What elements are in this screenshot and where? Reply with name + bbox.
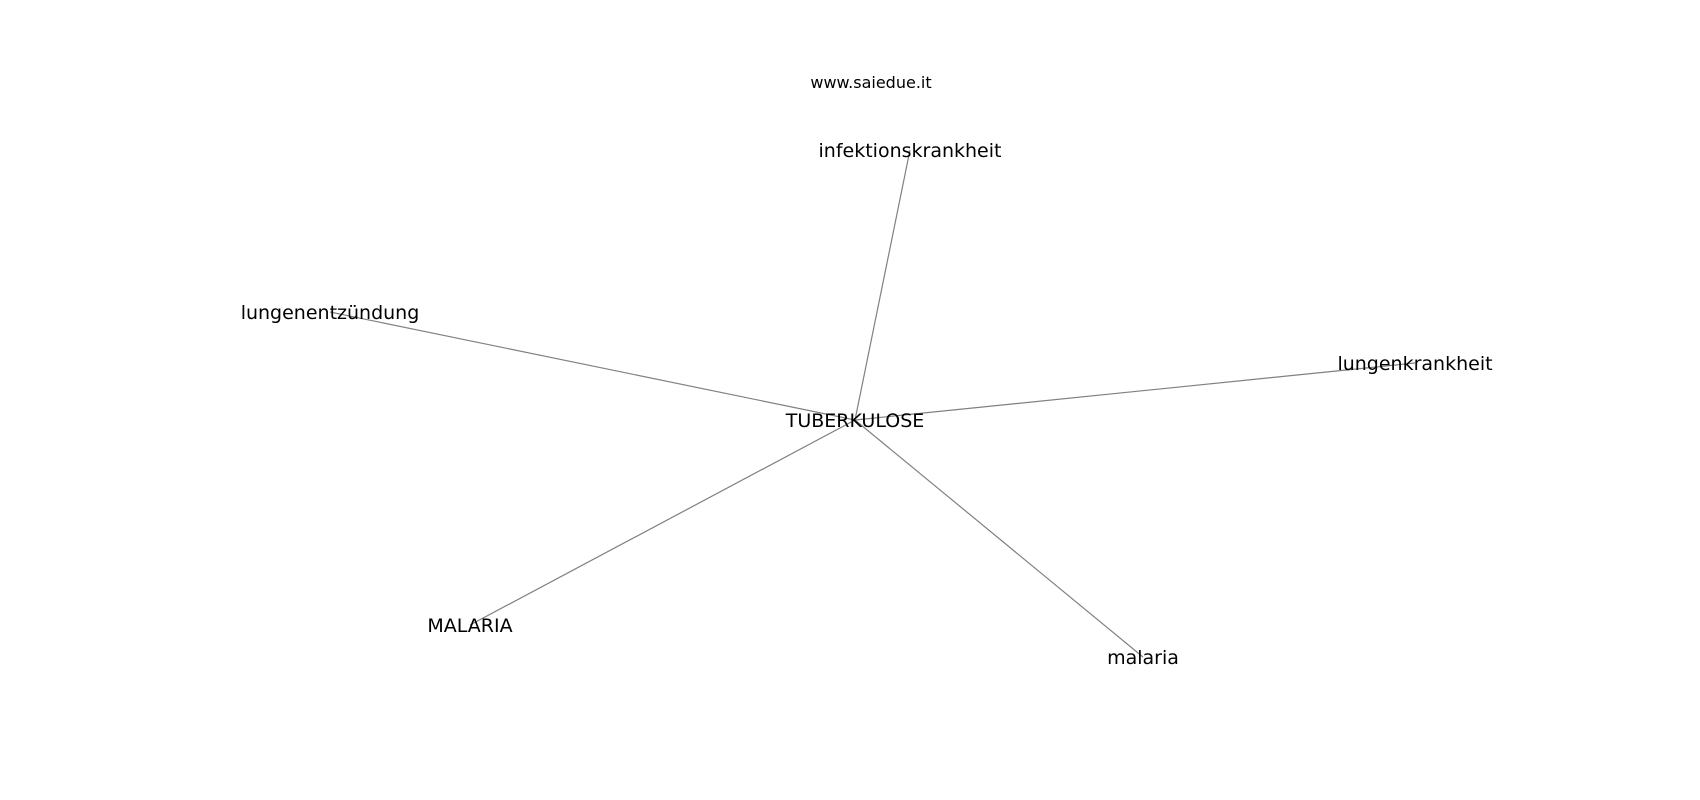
edge-tuberkulose-to-malaria [469, 419, 856, 626]
edge-tuberkulose-to-infektionskrankheit [854, 149, 911, 421]
nodes-layer: TUBERKULOSE infektionskrankheit lungenentz… [241, 140, 1493, 669]
node-label-lungenkrankheit: lungenkrankheit [1337, 353, 1492, 375]
node-label-malaria: malaria [1107, 647, 1179, 669]
edge-tuberkulose-to-lungenentzuendung [329, 311, 856, 421]
node-label-lungenentzuendung: lungenentzündung [241, 302, 420, 324]
edge-tuberkulose-to-malaria [854, 419, 1144, 658]
node-label-malaria: MALARIA [427, 615, 512, 637]
edge-tuberkulose-to-lungenkrankheit [854, 362, 1416, 421]
watermark-text: www.saiedue.it [810, 73, 931, 92]
edges-layer [329, 149, 1416, 658]
node-label-tuberkulose-center: TUBERKULOSE [785, 410, 925, 432]
node-label-infektionskrankheit: infektionskrankheit [819, 140, 1002, 162]
